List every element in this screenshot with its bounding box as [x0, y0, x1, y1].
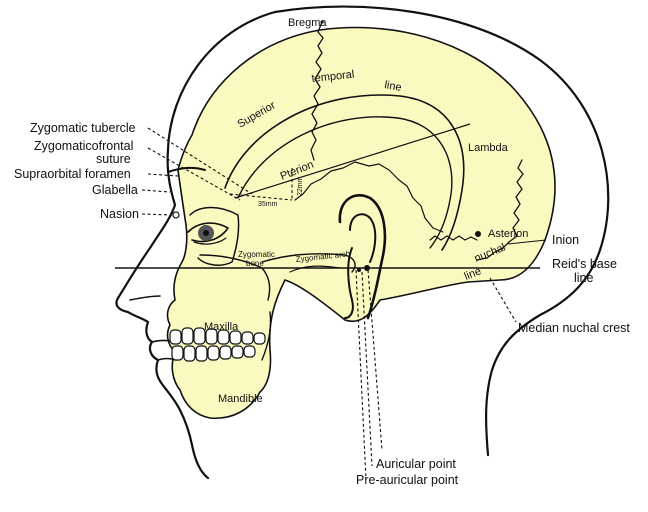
sutural-zigzag	[429, 235, 478, 241]
label-reids-base-1: Reid's base	[552, 257, 617, 271]
leader-nasion	[141, 213, 173, 216]
label-pre-auricular-point: Pre-auricular point	[356, 473, 459, 487]
label-lambda: Lambda	[468, 142, 509, 154]
orbitomeatal-line	[234, 123, 471, 199]
pterion-35mm-dash	[229, 193, 293, 201]
label-asterion: Asterion	[488, 228, 528, 240]
asterion-point	[475, 231, 481, 237]
mandible-ramus	[261, 311, 272, 361]
bregma-point	[320, 20, 324, 24]
orbit-rim	[189, 206, 240, 266]
label-maxilla: Maxilla	[204, 321, 239, 333]
zygomatic-arch-outline	[261, 253, 356, 273]
pre-auricular-dot	[357, 268, 361, 272]
label-temporal: temporal	[311, 69, 355, 85]
temporal-line-outer	[224, 94, 465, 251]
eyebrow	[167, 166, 206, 173]
auricular-dash-2	[361, 271, 373, 467]
label-line-word: line	[383, 79, 402, 94]
leader-supraorbital	[147, 173, 179, 177]
nose-tip	[129, 295, 161, 301]
label-glabella: Glabella	[92, 183, 138, 197]
lower-lash	[193, 237, 227, 245]
ear-outer	[338, 193, 387, 320]
label-22mm: 22mm	[297, 176, 304, 196]
ear-inner	[349, 213, 377, 263]
label-inion: Inion	[552, 233, 579, 247]
leader-zygomatic-tubercle	[147, 127, 253, 195]
leader-glabella	[141, 189, 171, 193]
ear-lobe	[344, 247, 354, 319]
label-zygomaticofrontal-1: Zygomaticofrontal	[34, 139, 133, 153]
eyelid	[187, 222, 229, 243]
upper-teeth	[169, 327, 266, 345]
label-zygomaticofrontal-2: suture	[96, 152, 131, 166]
face-profile	[115, 10, 277, 480]
temporal-line-inner	[237, 116, 453, 249]
label-nuchal-line: line	[463, 265, 483, 283]
label-supraorbital-foramen: Supraorbital foramen	[14, 167, 131, 181]
coronal-suture	[310, 21, 324, 161]
auricular-dash-3	[367, 269, 383, 451]
head-back-outline	[273, 5, 610, 457]
label-mandible: Mandible	[218, 393, 263, 405]
external-acoustic-meatus	[364, 265, 370, 271]
squamosal-suture	[294, 161, 444, 233]
label-reids-base-2: line	[574, 271, 594, 285]
lambdoid-suture	[476, 159, 524, 261]
label-bregma: Bregma	[288, 17, 327, 29]
label-zygomatic-tubercle: Zygomatic tubercle	[30, 121, 136, 135]
skull-outline	[166, 26, 556, 419]
label-median-nuchal-crest: Median nuchal crest	[518, 321, 630, 335]
eye-pupil	[203, 230, 209, 236]
auricular-dash-1	[355, 269, 367, 481]
lower-teeth	[171, 345, 256, 362]
label-35mm: 35mm	[258, 201, 278, 208]
leader-zygomaticofrontal	[147, 147, 241, 201]
label-zygomatic-bone-1: Zygomatic	[238, 250, 275, 259]
nasion-point	[172, 211, 180, 219]
leader-inion	[507, 239, 547, 245]
leader-median-nuchal-crest	[489, 277, 517, 323]
label-zygomatic-bone-2: bone	[246, 259, 264, 268]
label-auricular-point: Auricular point	[376, 457, 456, 471]
label-nasion: Nasion	[100, 207, 139, 221]
